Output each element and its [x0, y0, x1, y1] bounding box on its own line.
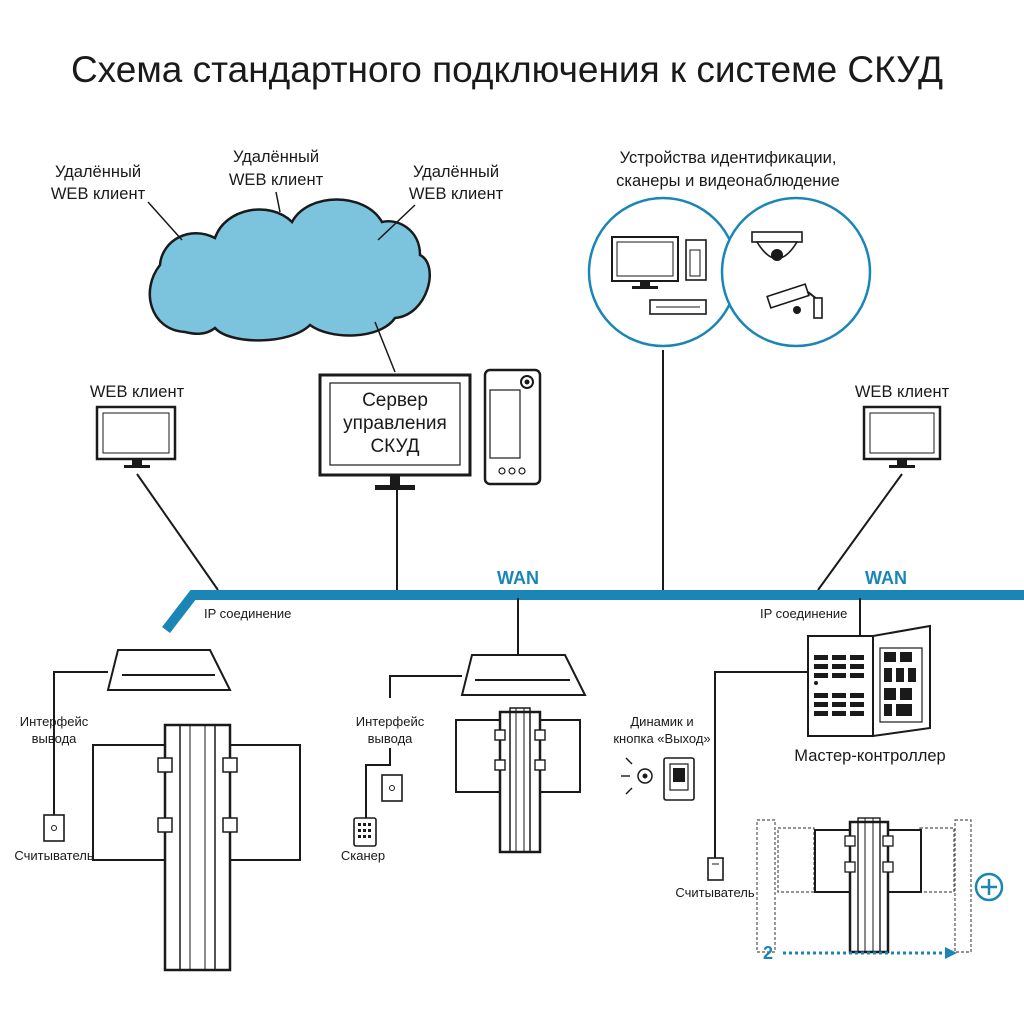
server-label-line1: Сервер	[362, 390, 428, 411]
devices-label-line1: Устройства идентификации,	[620, 149, 837, 167]
middle-turnstile-wire	[389, 675, 462, 698]
add-turnstile-icon	[974, 872, 1004, 902]
speaker-label-line2: кнопка «Выход»	[613, 731, 710, 746]
ip-connection-left: IP соединение	[204, 606, 291, 621]
additional-turnstile-icon	[756, 817, 972, 954]
right-reader-icon	[707, 857, 724, 881]
master-controller-label: Мастер-контроллер	[794, 747, 945, 765]
diagram-title: Схема стандартного подключения к системе…	[71, 49, 943, 90]
web-client-right-monitor-icon	[862, 405, 942, 468]
remote-client-3-line1: Удалённый	[413, 163, 499, 181]
remote-client-1-line2: WEB клиент	[51, 185, 146, 203]
speaker-label-line1: Динамик и	[630, 714, 693, 729]
right-reader-label: Считыватель	[675, 885, 754, 900]
server-label-line2: управления	[343, 413, 447, 434]
web-client-left-monitor-icon	[95, 405, 177, 468]
web-client-left-label: WEB клиент	[90, 383, 185, 401]
remote-client-2-line2: WEB клиент	[229, 171, 324, 189]
video-surveillance-circle	[720, 196, 872, 348]
left-turnstile-controller-icon	[106, 649, 232, 691]
left-interface-line2: вывода	[32, 731, 78, 746]
right-reader-wire	[714, 671, 808, 858]
server-tower-icon	[483, 368, 542, 486]
left-interface-line1: Интерфейс	[20, 714, 89, 729]
left-turnstile-icon	[92, 723, 301, 972]
web-client-right-connector	[817, 473, 903, 591]
middle-turnstile-icon	[455, 707, 581, 854]
left-turnstile-wire	[53, 671, 108, 815]
cloud	[148, 198, 431, 342]
devices-label-line2: сканеры и видеонаблюдение	[616, 172, 840, 190]
master-controller-icon	[807, 624, 931, 738]
left-reader-icon	[43, 814, 65, 842]
cloud-connectors	[147, 191, 416, 373]
middle-turnstile-controller-icon	[460, 654, 587, 696]
server-label-line3: СКУД	[370, 436, 419, 457]
left-reader-label: Считыватель	[14, 848, 93, 863]
scanner-label: Сканер	[341, 848, 385, 863]
middle-interface-line1: Интерфейс	[356, 714, 425, 729]
dome-camera-icon	[751, 231, 803, 261]
bullet-camera-icon	[766, 283, 823, 319]
wan-label-1: WAN	[497, 568, 539, 588]
server-monitor	[318, 373, 472, 490]
remote-client-3-line2: WEB клиент	[409, 185, 504, 203]
exit-button-icon	[663, 757, 695, 801]
remote-client-2-line1: Удалённый	[233, 148, 319, 166]
web-client-left-connector	[136, 473, 219, 591]
ip-connection-right: IP соединение	[760, 606, 847, 621]
count-arrow-head-icon	[945, 947, 957, 959]
identification-devices-circle	[587, 196, 739, 348]
middle-reader-icon	[381, 774, 403, 802]
wan-bus	[162, 590, 1024, 634]
turnstile-count: 2	[763, 943, 773, 963]
web-client-right-label: WEB клиент	[855, 383, 950, 401]
wan-label-2: WAN	[865, 568, 907, 588]
remote-client-1-line1: Удалённый	[55, 163, 141, 181]
speaker-icon	[621, 757, 653, 795]
middle-interface-line2: вывода	[368, 731, 414, 746]
scanner-icon	[353, 817, 377, 847]
reader-icon	[685, 239, 707, 281]
